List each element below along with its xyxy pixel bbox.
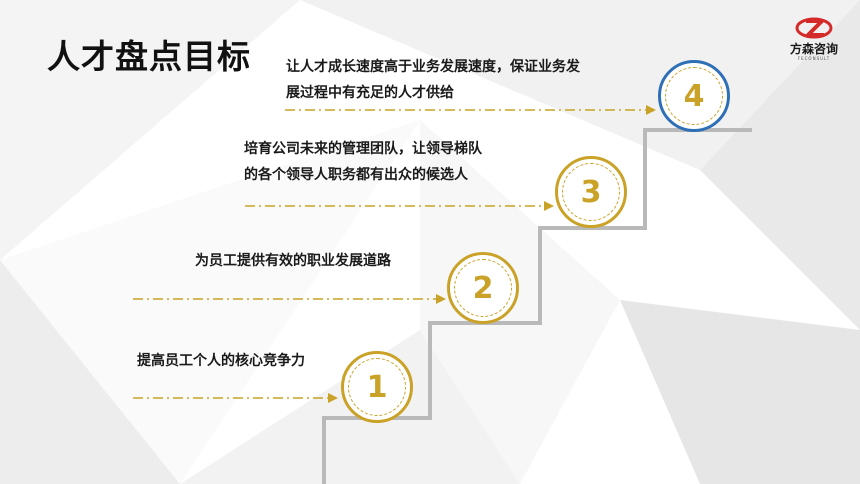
goal-text-1: 提高员工个人的核心竞争力 xyxy=(137,348,305,374)
goal-1-line-1: 提高员工个人的核心竞争力 xyxy=(137,353,305,369)
goal-3-line-1: 培育公司未来的管理团队，让领导梯队 xyxy=(244,141,482,157)
logo-sub: FECONSULT xyxy=(797,56,831,61)
goal-2-line-1: 为员工提供有效的职业发展道路 xyxy=(195,253,391,269)
step-number-1: 1 xyxy=(348,358,406,416)
goal-4-line-2: 展过程中有充足的人才供给 xyxy=(286,85,454,101)
step-number-3: 3 xyxy=(562,163,620,221)
goal-3-line-2: 的各个领导人职务都有出众的候选人 xyxy=(244,167,468,183)
step-badge-1: 1 xyxy=(341,351,413,423)
goal-text-4: 让人才成长速度高于业务发展速度，保证业务发 展过程中有充足的人才供给 xyxy=(286,54,580,106)
step-badge-3: 3 xyxy=(555,156,627,228)
goal-text-2: 为员工提供有效的职业发展道路 xyxy=(195,248,391,274)
step-number-4: 4 xyxy=(665,67,723,125)
goal-text-3: 培育公司未来的管理团队，让领导梯队 的各个领导人职务都有出众的候选人 xyxy=(244,136,482,188)
goal-4-line-1: 让人才成长速度高于业务发展速度，保证业务发 xyxy=(286,59,580,75)
step-badge-2: 2 xyxy=(447,252,519,324)
step-number-2: 2 xyxy=(454,259,512,317)
logo-icon xyxy=(795,17,833,39)
step-badge-4: 4 xyxy=(658,60,730,132)
page-title: 人才盘点目标 xyxy=(47,37,251,76)
logo-name: 方森咨询 xyxy=(789,42,838,56)
company-logo: 方森咨询 FECONSULT xyxy=(780,14,848,70)
